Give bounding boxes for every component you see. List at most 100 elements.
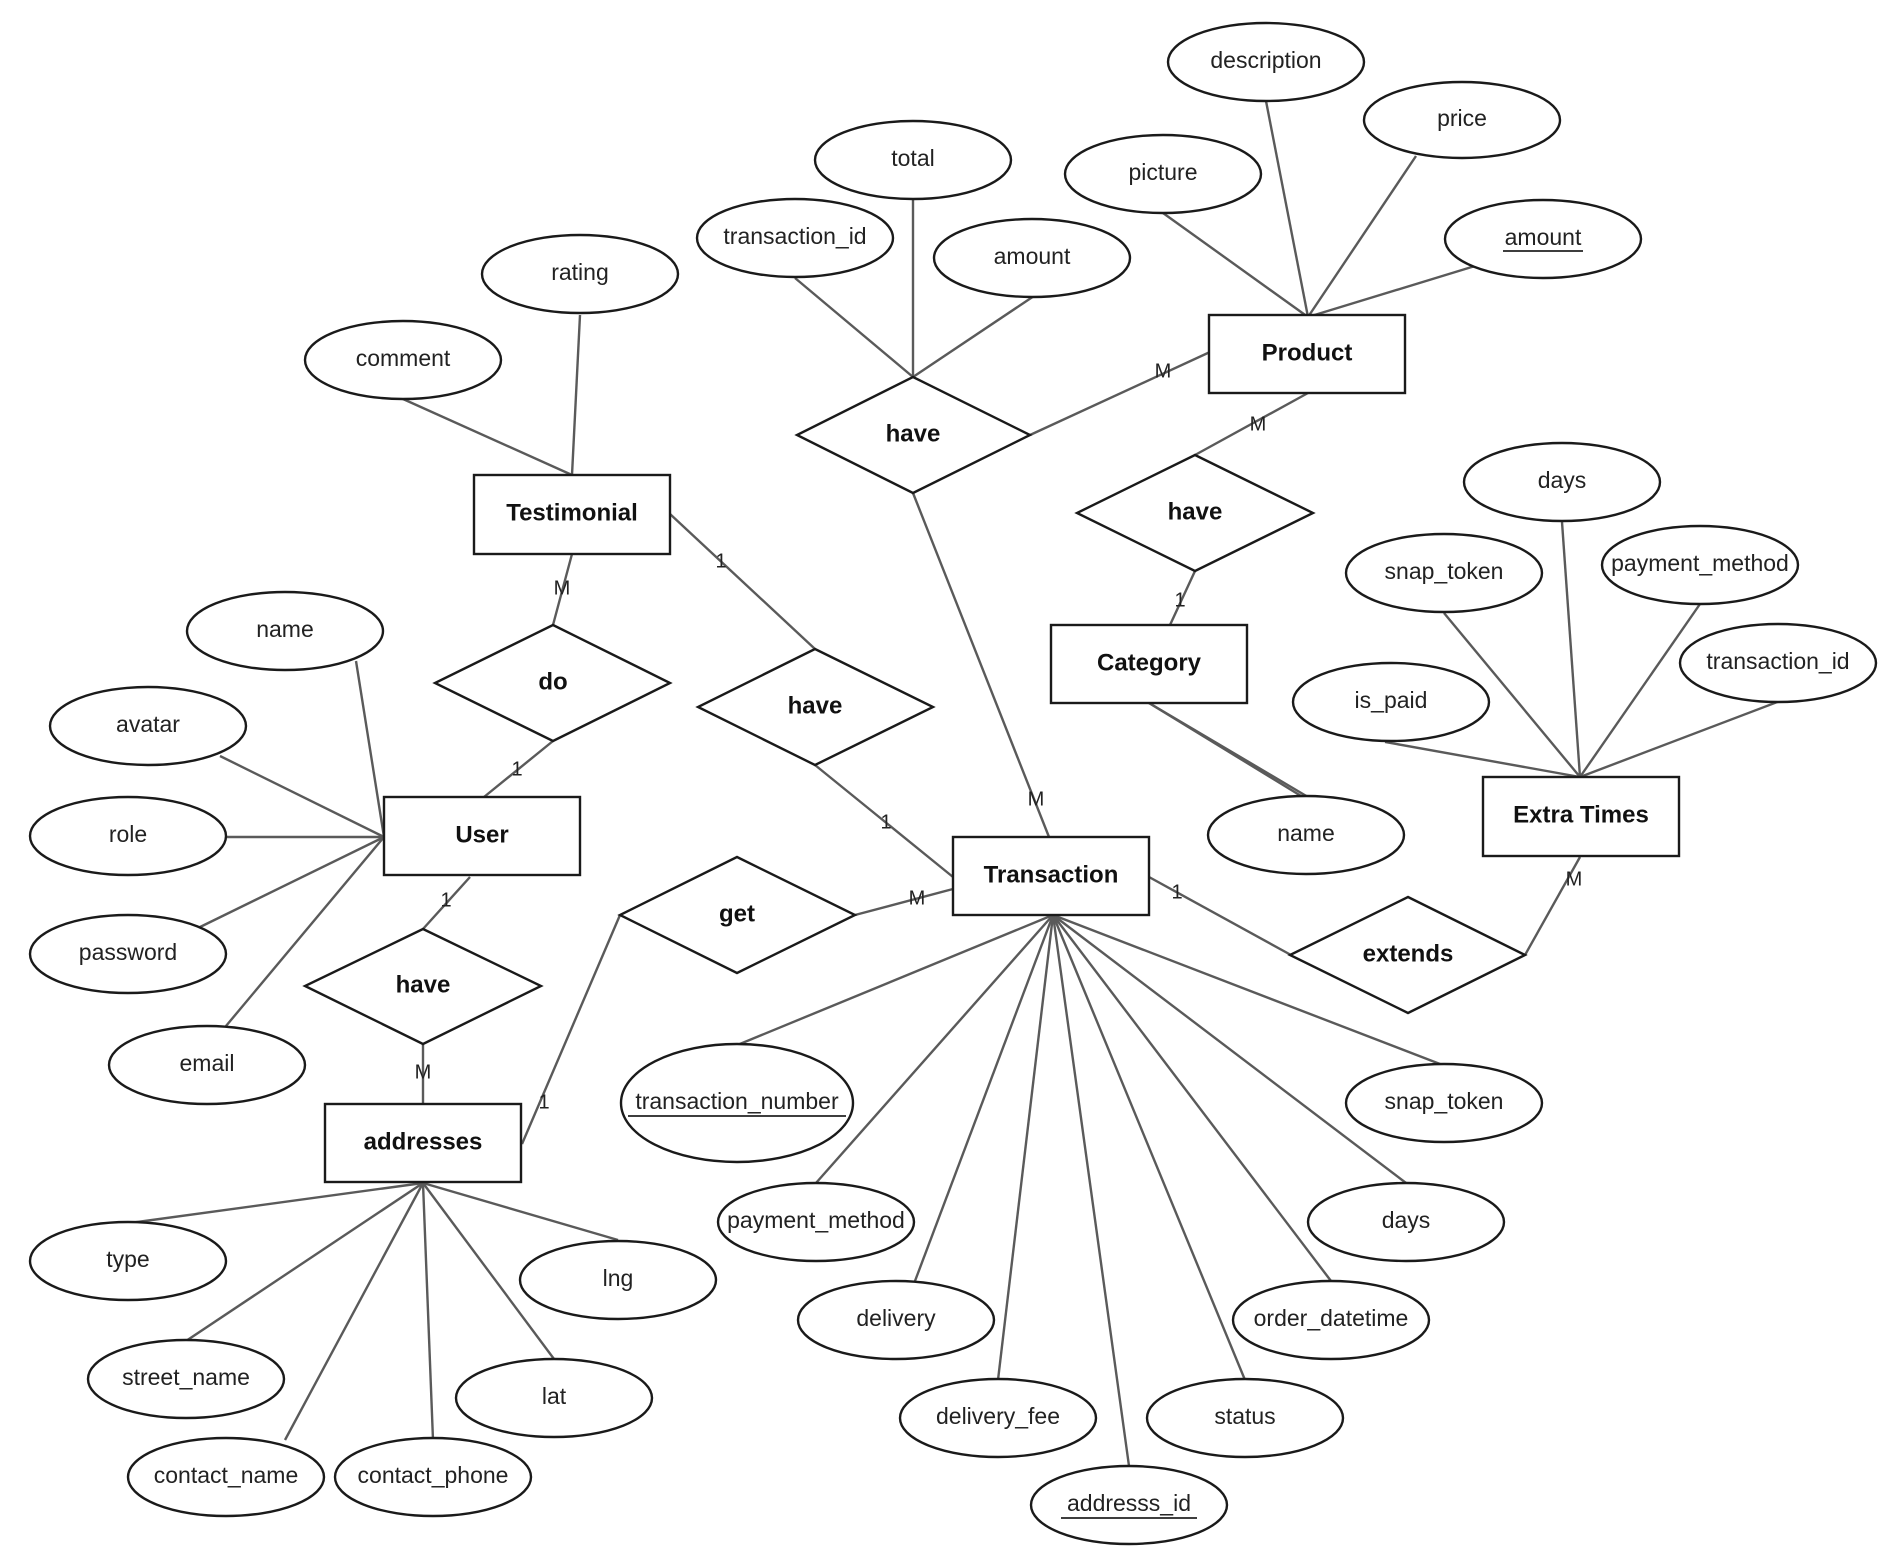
attribute-have-total[interactable]: total <box>813 119 1013 201</box>
entity-extra-times-label: Extra Times <box>1513 801 1649 828</box>
attribute-label: rating <box>551 259 609 285</box>
cardinality-transaction-have-testimonial: 1 <box>880 811 891 833</box>
entity-user[interactable]: User <box>382 795 582 877</box>
attribute-user-role[interactable]: role <box>28 795 228 877</box>
attribute-label: type <box>106 1246 149 1272</box>
entity-product-label: Product <box>1262 339 1353 366</box>
entity-product[interactable]: Product <box>1207 313 1407 395</box>
attribute-have-transaction-id[interactable]: transaction_id <box>695 197 895 279</box>
attribute-label: avatar <box>116 711 180 737</box>
attribute-addresses-lng[interactable]: lng <box>518 1239 718 1321</box>
attribute-label-key: transaction_number <box>635 1088 839 1114</box>
attribute-label: transaction_id <box>723 223 866 249</box>
connector-lines <box>129 100 1781 1467</box>
attribute-user-name[interactable]: name <box>185 590 385 672</box>
attribute-testimonial-rating[interactable]: rating <box>480 233 680 315</box>
attribute-user-email[interactable]: email <box>107 1024 307 1106</box>
entity-user-label: User <box>455 821 508 848</box>
relationship-have-user-addresses[interactable]: have <box>302 927 544 1046</box>
attribute-label-key: amount <box>1505 224 1582 250</box>
attribute-label: days <box>1382 1207 1431 1233</box>
attribute-label: snap_token <box>1385 558 1504 584</box>
entity-category[interactable]: Category <box>1049 623 1249 705</box>
attribute-label: lat <box>542 1383 567 1409</box>
cardinality-category-have: 1 <box>1174 589 1185 611</box>
attribute-label: payment_method <box>1611 550 1789 576</box>
attribute-product-price[interactable]: price <box>1362 80 1562 160</box>
relationship-have-testimonial-transaction[interactable]: have <box>695 647 936 767</box>
relationship-have-transaction-product[interactable]: have <box>794 375 1033 495</box>
cardinality-product-have-cat: M <box>1250 413 1267 435</box>
attribute-label: payment_method <box>727 1207 905 1233</box>
entity-transaction-label: Transaction <box>984 861 1119 888</box>
attribute-transaction-order-datetime[interactable]: order_datetime <box>1231 1279 1431 1361</box>
attribute-label: role <box>109 821 147 847</box>
attribute-label: snap_token <box>1385 1088 1504 1114</box>
entity-testimonial[interactable]: Testimonial <box>472 473 672 556</box>
attribute-category-name[interactable]: name <box>1206 794 1406 876</box>
attribute-label: lng <box>603 1265 634 1291</box>
relationship-have-testimonial-transaction-label: have <box>788 692 843 719</box>
attribute-label: name <box>1277 820 1335 846</box>
attribute-label: street_name <box>122 1364 250 1390</box>
attribute-transaction-status[interactable]: status <box>1145 1377 1345 1459</box>
attribute-label: is_paid <box>1355 687 1428 713</box>
relationship-get[interactable]: get <box>617 855 858 975</box>
attribute-transaction-delivery[interactable]: delivery <box>796 1279 996 1361</box>
cardinality-labels: M M M 1 M 1 1 1 M 1 1 M 1 M <box>415 360 1583 1113</box>
attribute-label: picture <box>1128 159 1197 185</box>
attribute-label: comment <box>356 345 451 371</box>
entity-extra-times[interactable]: Extra Times <box>1481 775 1681 858</box>
relationship-have-product-category[interactable]: have <box>1074 453 1316 573</box>
attribute-extra-times-days[interactable]: days <box>1462 441 1662 523</box>
attribute-transaction-snap-token[interactable]: snap_token <box>1344 1062 1544 1144</box>
entity-category-label: Category <box>1097 649 1202 676</box>
attribute-addresses-contact-phone[interactable]: contact_phone <box>333 1436 533 1518</box>
entity-addresses-label: addresses <box>364 1128 483 1155</box>
attribute-product-picture[interactable]: picture <box>1063 133 1263 215</box>
attribute-label: delivery <box>856 1305 936 1331</box>
cardinality-addresses-get: 1 <box>538 1091 549 1113</box>
attribute-user-password[interactable]: password <box>28 913 228 995</box>
attribute-label: contact_name <box>154 1462 298 1488</box>
attribute-addresses-type[interactable]: type <box>28 1220 228 1302</box>
entity-addresses[interactable]: addresses <box>323 1102 523 1184</box>
attribute-product-description[interactable]: description <box>1166 21 1366 103</box>
attribute-transaction-address-id[interactable]: addresss_id <box>1029 1464 1229 1546</box>
relationship-do[interactable]: do <box>432 623 673 743</box>
attribute-have-amount[interactable]: amount <box>932 217 1132 299</box>
attribute-transaction-number[interactable]: transaction_number <box>619 1042 855 1164</box>
attribute-label: description <box>1210 47 1321 73</box>
cardinality-product-have: M <box>1155 360 1172 382</box>
entity-transaction[interactable]: Transaction <box>951 835 1151 917</box>
cardinality-testimonial-do: M <box>554 577 571 599</box>
relationship-extends-label: extends <box>1363 940 1454 967</box>
attribute-label: status <box>1214 1403 1275 1429</box>
attribute-label: price <box>1437 105 1487 131</box>
attribute-user-avatar[interactable]: avatar <box>48 685 248 767</box>
cardinality-transaction-have: M <box>1028 788 1045 810</box>
attribute-label: amount <box>994 243 1071 269</box>
attribute-label: contact_phone <box>358 1462 509 1488</box>
attribute-extra-times-transaction-id[interactable]: transaction_id <box>1678 622 1878 704</box>
attribute-label: password <box>79 939 177 965</box>
attribute-label: name <box>256 616 314 642</box>
attribute-addresses-lat[interactable]: lat <box>454 1357 654 1439</box>
attribute-transaction-days[interactable]: days <box>1306 1181 1506 1263</box>
attribute-transaction-payment-method[interactable]: payment_method <box>716 1181 916 1263</box>
cardinality-user-do: 1 <box>511 758 522 780</box>
attribute-label: days <box>1538 467 1587 493</box>
attribute-extra-times-snap-token[interactable]: snap_token <box>1344 532 1544 614</box>
relationship-extends[interactable]: extends <box>1287 895 1528 1015</box>
attribute-extra-times-is-paid[interactable]: is_paid <box>1291 661 1491 743</box>
attribute-label-key: addresss_id <box>1067 1490 1191 1516</box>
attribute-label: email <box>180 1050 235 1076</box>
attribute-testimonial-comment[interactable]: comment <box>303 319 503 401</box>
attribute-addresses-street-name[interactable]: street_name <box>86 1338 286 1420</box>
attribute-transaction-delivery-fee[interactable]: delivery_fee <box>898 1377 1098 1459</box>
attribute-label: total <box>891 145 934 171</box>
attribute-addresses-contact-name[interactable]: contact_name <box>126 1436 326 1518</box>
attribute-extra-times-payment-method[interactable]: payment_method <box>1600 524 1800 606</box>
cardinality-user-have: 1 <box>440 889 451 911</box>
attribute-product-amount[interactable]: amount <box>1443 198 1643 280</box>
